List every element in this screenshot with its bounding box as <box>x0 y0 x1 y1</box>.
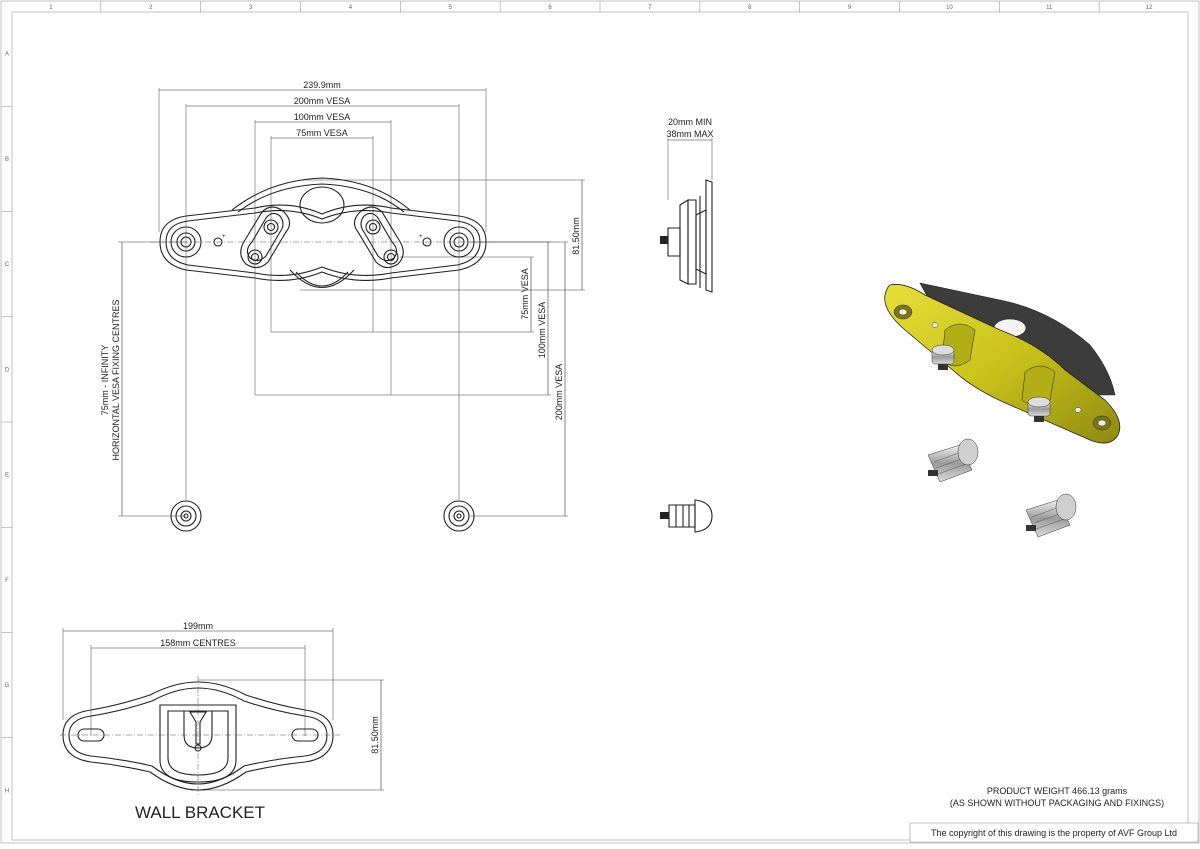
wb-dim-centres-label: 158mm CENTRES <box>160 638 236 648</box>
row-index-ticks: A B C D E F G H <box>1 52 12 794</box>
lower-fixing-left <box>170 500 202 532</box>
side-note-line2: HORIZONTAL VESA FIXING CENTRES <box>111 299 121 460</box>
dim-158-centres: 158mm CENTRES <box>90 638 306 736</box>
column-index-label: 1 <box>49 5 53 11</box>
column-index-label: 7 <box>648 5 652 11</box>
dim-75-v-label: 75mm VESA <box>520 268 530 320</box>
dim-81-50-wall: 81.50mm <box>198 679 384 791</box>
dim-81-50-front: 81.50mm <box>300 179 585 291</box>
dim-200-h-label: 200mm VESA <box>294 96 351 106</box>
row-index-label: C <box>5 262 10 268</box>
front-bracket-plate: + + <box>150 177 495 289</box>
dim-75-vesa-h: 75mm VESA <box>270 128 374 332</box>
side-bracket-profile <box>660 179 713 293</box>
dim-200-vesa-h: 200mm VESA <box>185 96 460 500</box>
dim-75-vesa-v: 75mm VESA <box>271 256 534 333</box>
wb-dim-height-label: 81.50mm <box>370 716 380 754</box>
dim-overall-label: 239.9mm <box>303 80 341 90</box>
isometric-loose-fixing-1 <box>927 438 979 483</box>
dim-200-v-label: 200mm VESA <box>554 364 564 421</box>
dim-max-label: 38mm MAX <box>666 129 713 139</box>
dim-100-h-label: 100mm VESA <box>294 112 351 122</box>
row-index-label: F <box>5 578 9 584</box>
column-index-label: 4 <box>349 5 353 11</box>
dim-horizontal-fixing-centres: 75mm - INFINITY HORIZONTAL VESA FIXING C… <box>100 241 186 517</box>
dim-200-vesa-v: 200mm VESA <box>470 241 568 517</box>
notes-block: PRODUCT WEIGHT 466.13 grams (AS SHOWN WI… <box>950 786 1164 808</box>
dim-height-label: 81.50mm <box>571 217 581 255</box>
copyright-box: The copyright of this drawing is the pro… <box>909 822 1199 843</box>
dim-75-h-label: 75mm VESA <box>296 128 348 138</box>
red-mark-right: + <box>419 234 423 240</box>
lower-fixing-right <box>443 500 475 532</box>
column-index-label: 8 <box>748 5 752 11</box>
row-index-label: E <box>5 473 9 479</box>
column-index-label: 11 <box>1046 5 1053 11</box>
dim-100-vesa-h: 100mm VESA <box>254 112 392 395</box>
dim-199: 199mm <box>62 621 334 720</box>
row-index-label: G <box>5 683 10 689</box>
column-index-label: 2 <box>149 5 153 11</box>
row-index-label: B <box>5 157 9 163</box>
isometric-loose-fixing-2 <box>1025 493 1077 538</box>
dim-min-label: 20mm MIN <box>668 117 712 127</box>
weight-note-line2: (AS SHOWN WITHOUT PACKAGING AND FIXINGS) <box>950 798 1164 808</box>
wall-bracket-view: 199mm 158mm CENTRES 81.50mm WA <box>60 621 384 822</box>
wall-bracket-body <box>60 676 340 796</box>
side-fixing <box>660 499 713 533</box>
isometric-fixing-mid <box>1027 396 1051 422</box>
dim-100-vesa-v: 100mm VESA <box>255 241 551 396</box>
column-index-label: 3 <box>249 5 253 11</box>
row-index-label: A <box>5 52 9 58</box>
weight-note-line1: PRODUCT WEIGHT 466.13 grams <box>987 786 1128 796</box>
isometric-fixing-top <box>931 344 955 370</box>
side-view: 20mm MIN 38mm MAX <box>660 117 714 533</box>
wb-dim-overall-label: 199mm <box>183 621 213 631</box>
column-index-label: 5 <box>449 5 453 11</box>
copyright-text: The copyright of this drawing is the pro… <box>931 828 1177 838</box>
isometric-render <box>884 282 1121 538</box>
column-index-label: 6 <box>548 5 552 11</box>
side-note-line1: 75mm - INFINITY <box>100 345 110 416</box>
dim-100-v-label: 100mm VESA <box>537 302 547 359</box>
row-index-label: D <box>5 367 10 373</box>
front-view: 239.9mm 200mm VESA 100mm VESA 75mm VESA … <box>100 80 585 532</box>
column-index-label: 9 <box>848 5 852 11</box>
row-index-label: H <box>5 788 9 794</box>
wall-bracket-title: WALL BRACKET <box>135 803 265 822</box>
dim-239-9: 239.9mm <box>158 80 487 232</box>
column-index-label: 12 <box>1146 5 1153 11</box>
red-mark-left: + <box>222 234 226 240</box>
column-index-label: 10 <box>946 5 953 11</box>
